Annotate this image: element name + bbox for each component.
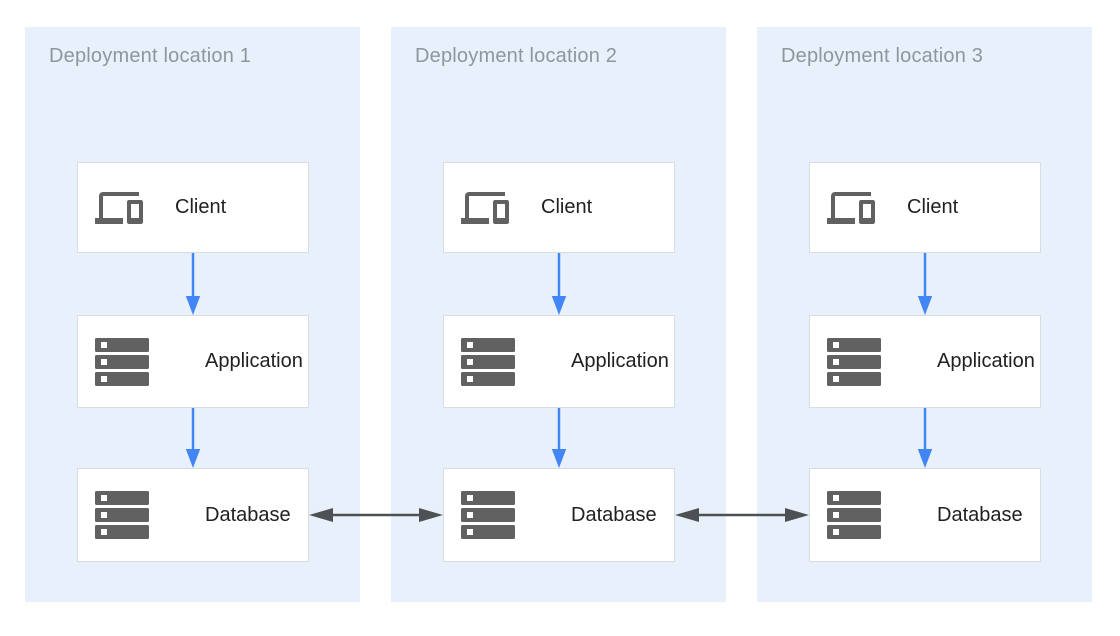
- node-label: Database: [205, 503, 291, 526]
- server-icon: [827, 337, 881, 386]
- devices-icon: [827, 184, 875, 232]
- panel-deployment-location-2: Deployment location 2 Client: [391, 27, 726, 602]
- client-node: Client: [809, 162, 1041, 253]
- server-icon: [461, 491, 515, 539]
- node-label: Application: [571, 350, 669, 372]
- panel-title: Deployment location 1: [49, 45, 252, 67]
- node-label: Client: [907, 196, 959, 218]
- application-node: Application: [77, 315, 309, 408]
- node-label: Database: [937, 503, 1023, 526]
- database-node: Database: [77, 468, 309, 562]
- down-arrow-icon: [917, 408, 933, 468]
- client-node: Client: [77, 162, 309, 253]
- database-node: Database: [809, 468, 1041, 562]
- panel-deployment-location-3: Deployment location 3 Client: [757, 27, 1092, 602]
- panel-title: Deployment location 2: [415, 45, 618, 67]
- application-node: Application: [809, 315, 1041, 408]
- server-icon: [461, 337, 515, 386]
- server-icon: [95, 337, 149, 386]
- panel-title: Deployment location 3: [781, 45, 984, 67]
- node-label: Application: [205, 350, 303, 372]
- client-node: Client: [443, 162, 675, 253]
- server-icon: [95, 491, 149, 539]
- down-arrow-icon: [551, 408, 567, 468]
- down-arrow-icon: [185, 408, 201, 468]
- application-node: Application: [443, 315, 675, 408]
- node-label: Application: [937, 350, 1035, 372]
- server-icon: [827, 491, 881, 539]
- panel-deployment-location-1: Deployment location 1 Client: [25, 27, 360, 602]
- node-label: Client: [541, 196, 593, 218]
- database-sync-arrow: [675, 508, 809, 522]
- devices-icon: [95, 184, 143, 232]
- down-arrow-icon: [551, 253, 567, 315]
- database-sync-arrow: [309, 508, 443, 522]
- devices-icon: [461, 184, 509, 232]
- node-label: Database: [571, 503, 657, 526]
- down-arrow-icon: [917, 253, 933, 315]
- down-arrow-icon: [185, 253, 201, 315]
- database-node: Database: [443, 468, 675, 562]
- node-label: Client: [175, 196, 227, 218]
